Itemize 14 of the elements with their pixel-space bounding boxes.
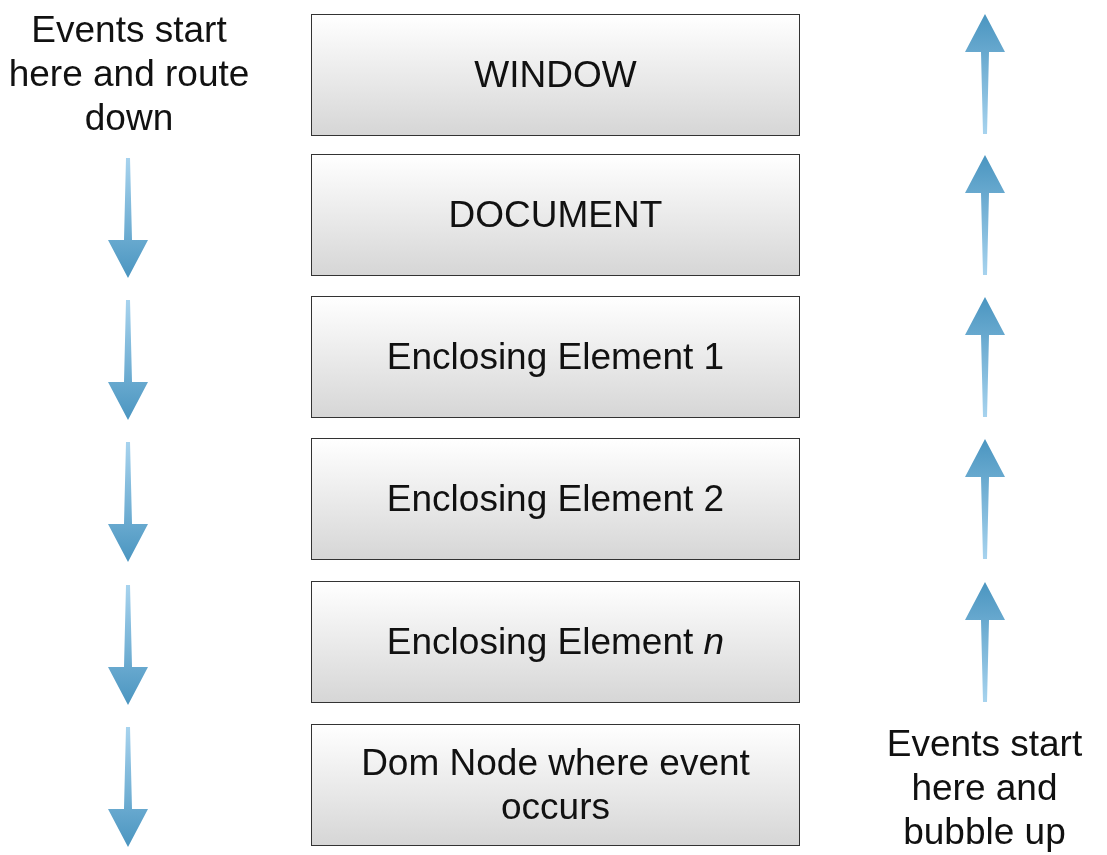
layer-box	[311, 296, 800, 418]
box-label: Enclosing Element 2	[385, 477, 726, 521]
layer-box	[311, 14, 800, 136]
layer-box	[311, 438, 800, 560]
box-label: Enclosing Element 1	[385, 335, 726, 379]
layer-box	[311, 581, 800, 703]
layer-box	[311, 154, 800, 276]
layer-box	[311, 724, 800, 846]
note-text: Events start here and route down	[7, 8, 251, 140]
box-label: Dom Node where event occurs	[360, 741, 751, 829]
box-label: WINDOW	[473, 53, 638, 97]
box-label: DOCUMENT	[447, 193, 664, 237]
box-label: Enclosing Element n	[385, 620, 726, 664]
note-text: Events start here and bubble up	[885, 722, 1084, 854]
